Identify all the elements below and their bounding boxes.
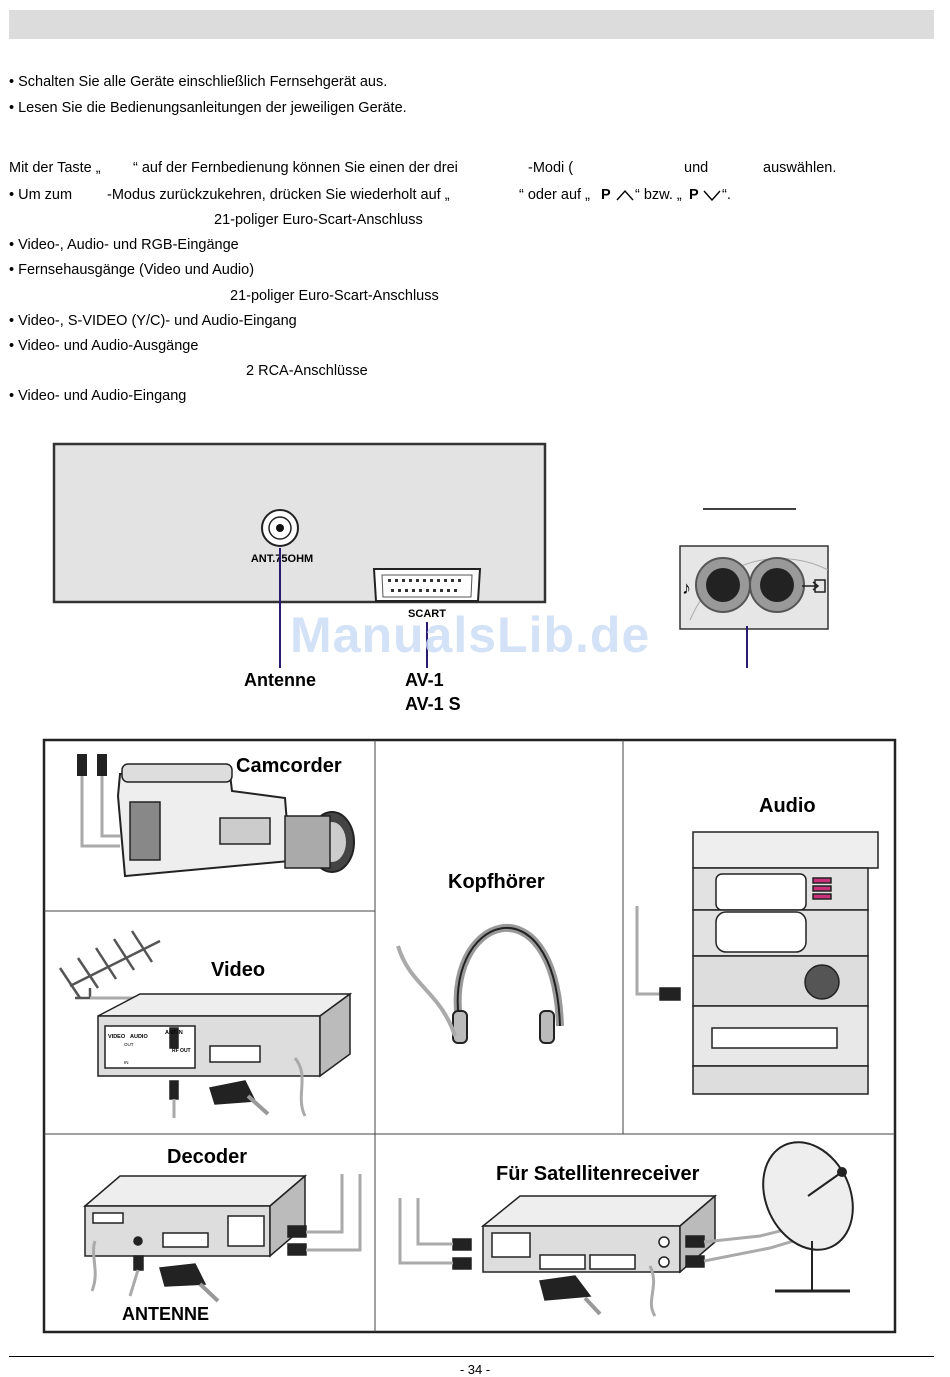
input-arrow-icon [802,579,826,593]
callout-av1: AV-1 [405,670,444,690]
label-decoder: Decoder [167,1146,247,1168]
watermark: ManualsLib.de [290,607,651,663]
device-connection-diagram: Camcorder Kopfhörer Audio [42,738,897,1334]
mode-sentence-part2: “ auf der Fernbedienung können Sie einen… [133,160,458,176]
av2-inputs: • Video-, S-VIDEO (Y/C)- und Audio-Einga… [9,313,297,329]
av2-scart-type: 21-poliger Euro-Scart-Anschluss [230,288,439,304]
audio-system-illustration [635,831,879,1095]
page-number: - 34 - [459,1362,491,1377]
return-sentence-part4: “ bzw. „ [635,187,682,203]
program-key-p1: P [601,187,611,203]
mode-sentence-part3: -Modi ( [528,160,574,176]
av2-outputs: • Video- und Audio-Ausgänge [9,338,199,354]
chevron-up-icon [616,189,634,201]
mode-sentence-part5: auswählen. [763,160,837,176]
side-av-panel: ♪ [679,545,829,630]
decoder-illustration [82,1174,362,1303]
vcr-label-in: IN [124,1060,129,1065]
label-video: Video [211,959,265,981]
label-kopfhoerer: Kopfhörer [448,871,545,893]
callout-antenne: Antenne [244,670,316,690]
vcr-label-video: VIDEO [108,1034,126,1040]
vcr-label-audio: AUDIO [130,1034,148,1040]
section-header-bar [9,10,934,39]
label-satellite: Für Satellitenreceiver [496,1163,700,1185]
footer-rule [9,1356,934,1357]
label-antenne-decoder: ANTENNE [122,1304,209,1324]
headphones-illustration [396,923,564,1044]
satellite-receiver-illustration [398,1194,811,1317]
satellite-dish-icon [762,1141,854,1293]
av1-inputs: • Video-, Audio- und RGB-Eingänge [9,237,239,253]
av1-outputs: • Fernsehausgänge (Video und Audio) [9,262,255,278]
label-audio: Audio [759,795,816,817]
return-sentence-part1: • Um zum [9,187,73,203]
bullet-read-manuals: • Lesen Sie die Bedienungsanleitungen de… [9,100,407,116]
mode-sentence-part1: Mit der Taste „ [9,160,101,176]
vcr-label-out: OUT [124,1042,134,1047]
scart-socket-label: SCART [408,608,446,620]
return-sentence-part5: “. [722,187,731,203]
bullet-switch-off: • Schalten Sie alle Geräte einschließlic… [9,74,388,90]
mode-sentence-part4: und [684,160,709,176]
callout-av1s: AV-1 S [405,694,461,714]
ant-socket-label: ANT.75OHM [251,553,313,565]
chevron-down-icon [703,190,721,201]
av1-scart-type: 21-poliger Euro-Scart-Anschluss [214,212,423,228]
music-note-icon: ♪ [682,578,691,598]
return-sentence-part3: “ oder auf „ [519,187,590,203]
return-sentence-part2: -Modus zurückzukehren, drücken Sie wiede… [107,187,450,203]
program-key-p2: P [689,187,699,203]
rca-type: 2 RCA-Anschlüsse [246,363,368,379]
antenna-yagi [58,930,161,1000]
vcr-illustration [58,930,353,1118]
rca-inputs: • Video- und Audio-Eingang [9,388,187,404]
vcr-label-antin: ANT.IN [165,1030,183,1036]
antenna-socket [261,509,299,547]
label-camcorder: Camcorder [236,755,342,777]
camcorder-illustration [77,754,355,878]
scart-socket [372,568,482,602]
rear-panel-figure: ANT.75OHM SCART Antenne AV-1 AV-1 S ♪ [52,442,829,714]
vcr-label-rfout: RF OUT [172,1048,191,1054]
